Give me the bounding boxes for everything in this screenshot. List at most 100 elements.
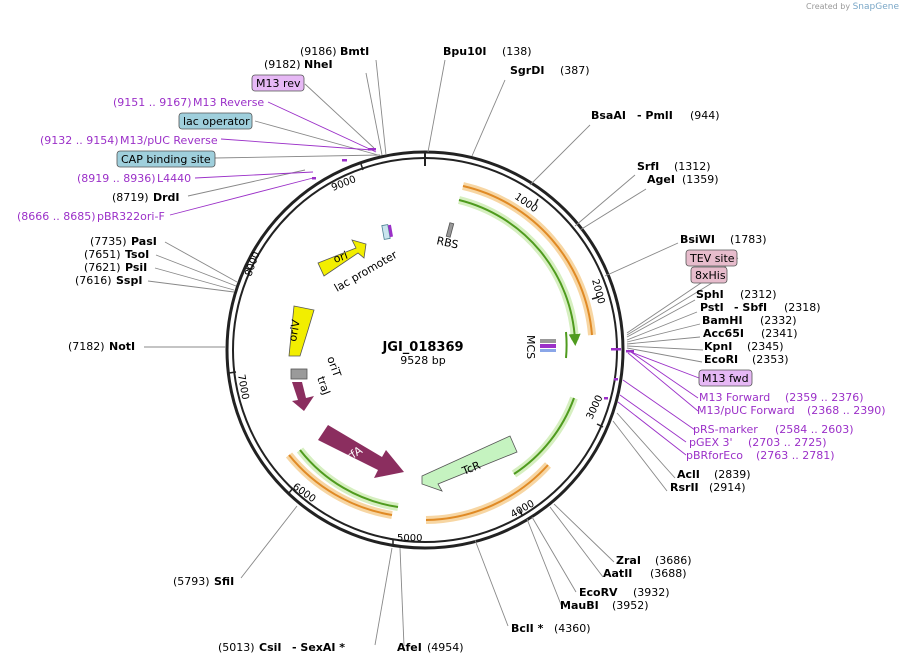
svg-text:(2839): (2839)	[714, 468, 751, 481]
box-M13-fwd: M13 fwd	[698, 369, 753, 387]
svg-text:L4440: L4440	[157, 172, 191, 185]
svg-text:M13/pUC Reverse: M13/pUC Reverse	[120, 134, 218, 147]
svg-text:(1359): (1359)	[682, 173, 719, 186]
svg-text:(2345): (2345)	[747, 340, 784, 353]
tick-label-8000: 8000	[243, 250, 262, 278]
svg-text:(2353): (2353)	[752, 353, 789, 366]
svg-text:lac operator: lac operator	[183, 115, 250, 128]
svg-text:pGEX 3': pGEX 3'	[689, 436, 733, 449]
site-EcoRV: EcoRV(3932)	[579, 586, 670, 599]
svg-text:Acc65I: Acc65I	[703, 327, 744, 340]
svg-text:SrfI: SrfI	[637, 160, 659, 173]
svg-text:AgeI: AgeI	[647, 173, 675, 186]
primer-pGEX-3: pGEX 3' (2703 .. 2725)	[689, 436, 827, 449]
feature-label-ori: ori	[332, 249, 350, 266]
MCS-feature	[540, 339, 556, 352]
site-BsaAI-PmlI: BsaAI- PmlI(944)	[591, 109, 720, 122]
svg-text:CAP binding site: CAP binding site	[121, 153, 211, 166]
svg-text:PasI: PasI	[131, 235, 157, 248]
primer-M13-Reverse: (9151 .. 9167)M13 Reverse	[113, 96, 264, 109]
svg-text:(2332): (2332)	[760, 314, 797, 327]
svg-text:KpnI: KpnI	[704, 340, 732, 353]
svg-text:NotI: NotI	[109, 340, 135, 353]
site-BmtI: (9186)BmtI	[300, 45, 369, 58]
plasmid-name: JGI_018369	[381, 340, 463, 355]
RBS-feature	[445, 222, 455, 238]
site-SphI: SphI(2312)	[696, 288, 777, 301]
svg-text:SspI: SspI	[116, 274, 142, 287]
svg-text:PstI: PstI	[700, 301, 724, 314]
site-RsrII: RsrII(2914)	[670, 481, 746, 494]
svg-text:BclI *: BclI *	[511, 622, 544, 635]
svg-text:(8666 .. 8685): (8666 .. 8685)	[17, 210, 96, 223]
oriT-feature	[290, 368, 308, 380]
svg-text:(8719): (8719)	[112, 191, 149, 204]
svg-text:(1783): (1783)	[730, 233, 767, 246]
svg-text:ZraI: ZraI	[616, 554, 641, 567]
site-SfiI: (5793)SfiI	[173, 575, 234, 588]
site-SgrDI: SgrDI(387)	[510, 64, 590, 77]
svg-text:(3686): (3686)	[655, 554, 692, 567]
svg-text:(5013): (5013)	[218, 641, 255, 654]
svg-text:(7616): (7616)	[75, 274, 112, 287]
svg-text:(4360): (4360)	[554, 622, 591, 635]
svg-text:pRS-marker: pRS-marker	[693, 423, 758, 436]
svg-text:AatII: AatII	[603, 567, 632, 580]
site-PasI: (7735)PasI	[90, 235, 157, 248]
svg-text:(5793): (5793)	[173, 575, 210, 588]
svg-text:(8919 .. 8936): (8919 .. 8936)	[77, 172, 156, 185]
svg-text:(3952): (3952)	[612, 599, 649, 612]
svg-text:TsoI: TsoI	[125, 248, 149, 261]
site-PstI-SbfI: PstI- SbfI(2318)	[700, 301, 821, 314]
primer-M13-Forward: M13 Forward(2359 .. 2376)	[699, 391, 864, 404]
svg-text:CsiI: CsiI	[259, 641, 281, 654]
primer-pBR322ori-F: (8666 .. 8685)pBR322ori-F	[17, 210, 165, 223]
svg-text:(2341): (2341)	[761, 327, 798, 340]
tick-label-6000: 6000	[290, 481, 317, 505]
svg-text:(9182): (9182)	[264, 58, 301, 71]
site-PsiI: (7621)PsiI	[84, 261, 147, 274]
site-NheI: (9182)NheI	[264, 58, 333, 71]
box-8xHis: 8xHis	[690, 266, 728, 284]
site-BclI: BclI * (4360)	[511, 622, 591, 635]
svg-text:(7182): (7182)	[68, 340, 105, 353]
traJ-feature	[292, 382, 314, 411]
site-CsiI-SexAI: (5013)CsiI- SexAI *	[218, 641, 345, 654]
svg-text:(9132 .. 9154): (9132 .. 9154)	[40, 134, 119, 147]
svg-text:8xHis: 8xHis	[695, 269, 726, 282]
svg-text:(1312): (1312)	[674, 160, 711, 173]
box-M13-rev: M13 rev	[251, 74, 305, 92]
svg-text:(2703 .. 2725): (2703 .. 2725)	[748, 436, 827, 449]
lac-promoter-feature	[381, 224, 394, 240]
site-MauBI: MauBI (3952)	[560, 599, 649, 612]
svg-text:(2359 .. 2376): (2359 .. 2376)	[785, 391, 864, 404]
svg-text:(4954): (4954)	[427, 641, 464, 654]
site-SrfI: SrfI (1312)	[637, 160, 711, 173]
box-TEV-site: TEV site	[685, 249, 738, 267]
site-AatII: AatII(3688)	[603, 567, 687, 580]
ori-feature	[317, 239, 367, 277]
site-AgeI: AgeI (1359)	[647, 173, 719, 186]
svg-text:- PmlI: - PmlI	[637, 109, 673, 122]
tick-label-7000: 7000	[235, 374, 250, 401]
primer-pBRforEco: pBRforEco (2763 .. 2781)	[686, 449, 835, 462]
site-DrdI: (8719)DrdI	[112, 191, 180, 204]
svg-text:AfeI: AfeI	[397, 641, 422, 654]
site-NotI: (7182) NotI	[68, 340, 135, 353]
site-SspI: (7616) SspI	[75, 274, 142, 287]
svg-text:M13 fwd: M13 fwd	[702, 372, 749, 385]
svg-text:M13 rev: M13 rev	[256, 77, 301, 90]
svg-text:MauBI: MauBI	[560, 599, 599, 612]
svg-text:EcoRV: EcoRV	[579, 586, 618, 599]
plasmid-size: 9528 bp	[400, 354, 445, 367]
svg-text:(2318): (2318)	[784, 301, 821, 314]
svg-text:(2763 .. 2781): (2763 .. 2781)	[756, 449, 835, 462]
svg-text:NheI: NheI	[304, 58, 333, 71]
primer-pRS-marker: pRS-marker(2584 .. 2603)	[693, 423, 854, 436]
svg-text:(7651): (7651)	[84, 248, 121, 261]
svg-text:(9186): (9186)	[300, 45, 337, 58]
svg-text:pBRforEco: pBRforEco	[686, 449, 743, 462]
svg-text:TEV site: TEV site	[689, 252, 735, 265]
tick-label-3000: 3000	[585, 394, 606, 422]
